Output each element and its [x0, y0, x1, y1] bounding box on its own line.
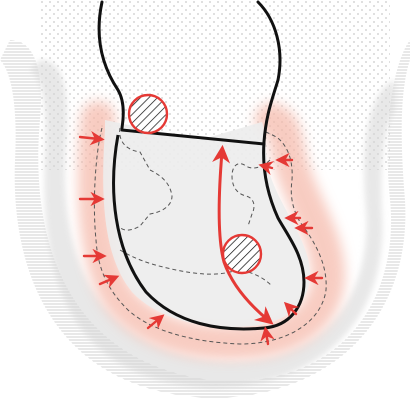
hatched-circle-icon — [223, 235, 261, 273]
hatched-circle-icon — [129, 95, 167, 133]
